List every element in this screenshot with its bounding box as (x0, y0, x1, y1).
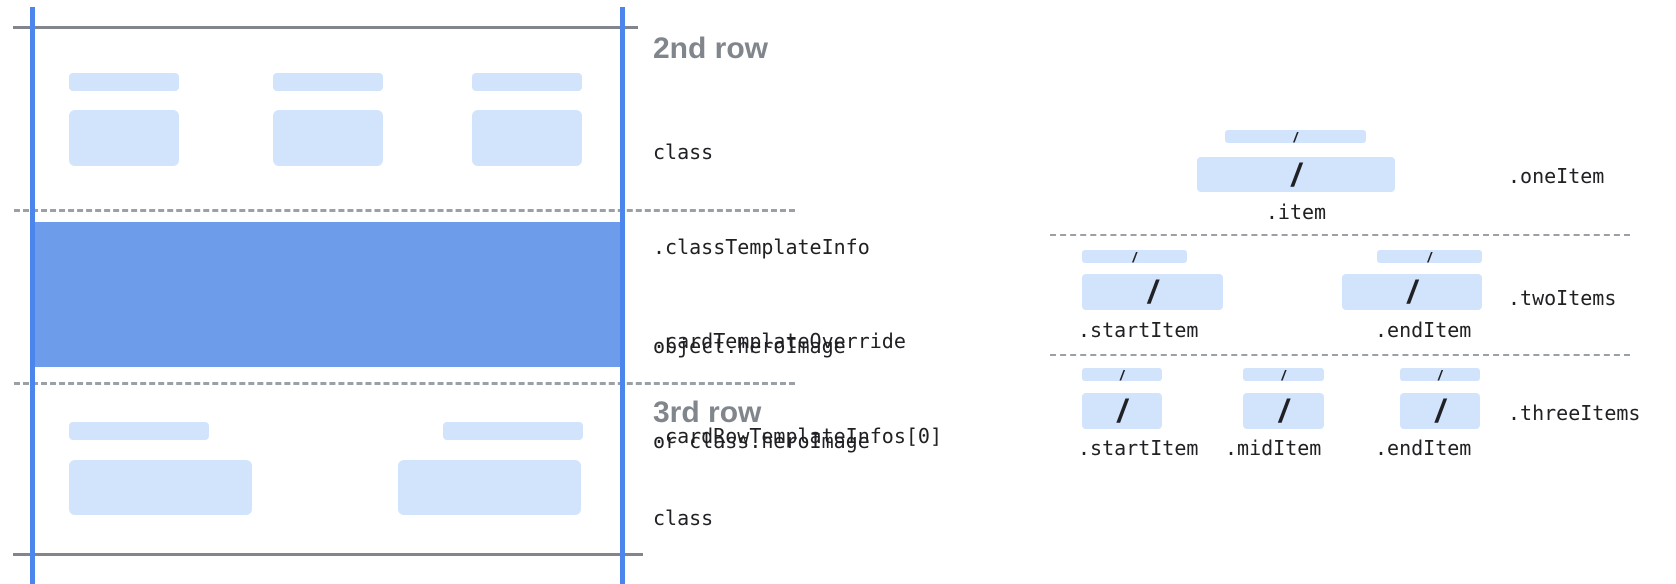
row2-hero-divider-dashed-line (14, 209, 795, 212)
row3-heading: 3rd row (653, 396, 762, 429)
threeitems-miditem-label-bar: / (1243, 366, 1324, 383)
code-line: class (653, 506, 714, 530)
slash-placeholder: / (1291, 156, 1301, 193)
twoitems-enditem-value-bar: / (1342, 274, 1482, 310)
code-line: class (653, 140, 714, 164)
card-left-margin-line (30, 7, 35, 584)
code-line: or class.heroImage (653, 428, 870, 453)
slash-placeholder: / (1438, 366, 1442, 383)
twoitems-startitem-label-bar: / (1082, 248, 1187, 265)
row2-item2-value-bar (273, 110, 383, 166)
row3-item1-value-bar (69, 460, 252, 515)
threeitems-section-label: .threeItems (1508, 401, 1641, 425)
slash-placeholder: / (1148, 274, 1157, 310)
slash-placeholder: / (1120, 366, 1124, 383)
twoitems-enditem-label-bar: / (1377, 248, 1482, 265)
oneitem-label-bar: / (1225, 128, 1366, 145)
hero-image-band (35, 222, 620, 367)
row3-item2-label-bar (443, 422, 583, 440)
threeitems-startitem-label: .startItem (1078, 436, 1199, 460)
hero-code-path: object.heroImage or class.heroImage (653, 268, 870, 520)
slash-placeholder: / (1281, 366, 1286, 383)
twoitems-startitem-label: .startItem (1078, 318, 1199, 342)
row2-item1-label-bar (69, 73, 179, 91)
threeitems-startitem-label-bar: / (1082, 366, 1162, 383)
row2-item3-label-bar (472, 73, 582, 91)
twoitems-enditem-label: .endItem (1375, 318, 1472, 342)
oneitem-section-label: .oneItem (1508, 164, 1605, 188)
row2-heading: 2nd row (653, 32, 769, 65)
twoitems-threeitems-divider-dashed-line (1050, 354, 1630, 356)
threeitems-miditem-value-bar: / (1243, 393, 1324, 429)
slash-placeholder: / (1132, 248, 1137, 265)
threeitems-enditem-value-bar: / (1400, 393, 1480, 429)
row2-item2-label-bar (273, 73, 383, 91)
threeitems-startitem-value-bar: / (1082, 393, 1162, 429)
row3-item1-label-bar (69, 422, 209, 440)
code-line: object.heroImage (653, 334, 846, 358)
threeitems-enditem-label-bar: / (1400, 366, 1480, 383)
card-top-border-line (13, 26, 638, 29)
slash-placeholder: / (1293, 128, 1298, 145)
threeitems-enditem-label: .endItem (1375, 436, 1472, 460)
row3-item2-value-bar (398, 460, 581, 515)
code-line: .cardRowTemplateInfos[0] (653, 423, 942, 448)
slash-placeholder: / (1279, 393, 1288, 429)
slash-placeholder: / (1435, 393, 1445, 429)
slash-placeholder: / (1117, 393, 1127, 429)
twoitems-section-label: .twoItems (1508, 286, 1617, 310)
oneitem-value-bar: / (1197, 157, 1395, 192)
row2-item1-value-bar (69, 110, 179, 166)
row3-code-path: class .classTemplateInfo .cardTemplateOv… (653, 440, 942, 584)
oneitem-item-label: .item (1265, 200, 1327, 224)
oneitem-twoitems-divider-dashed-line (1050, 234, 1630, 236)
code-line: .cardTemplateOverride (653, 329, 906, 353)
card-bottom-border-line (13, 553, 643, 556)
slash-placeholder: / (1427, 248, 1432, 265)
twoitems-startitem-value-bar: / (1082, 274, 1223, 310)
row2-code-path: class .classTemplateInfo .cardTemplateOv… (653, 74, 942, 515)
row2-item3-value-bar (472, 110, 582, 166)
threeitems-miditem-label: .midItem (1225, 436, 1322, 460)
code-line: .classTemplateInfo (653, 234, 870, 259)
hero-row3-divider-dashed-line (14, 382, 795, 385)
card-right-margin-line (620, 7, 625, 584)
slash-placeholder: / (1407, 274, 1417, 310)
